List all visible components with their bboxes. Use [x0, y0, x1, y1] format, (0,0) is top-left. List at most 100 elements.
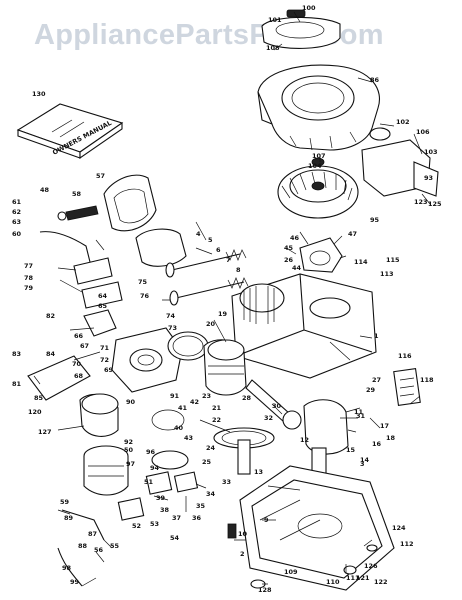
callout-127: 127 — [38, 428, 52, 436]
flywheel-part[interactable] — [277, 157, 359, 219]
callout-94: 94 — [150, 464, 160, 472]
callout-45: 45 — [284, 244, 294, 252]
oil-sump-part[interactable] — [239, 465, 395, 591]
primer-hose-part[interactable] — [57, 509, 105, 587]
callout-89: 89 — [64, 514, 74, 522]
callout-91: 91 — [170, 392, 180, 400]
callout-88: 88 — [78, 542, 88, 550]
callout-81: 81 — [12, 380, 22, 388]
callout-54: 54 — [170, 534, 180, 542]
fuel-tank-part[interactable] — [361, 127, 439, 197]
callout-29: 29 — [366, 386, 376, 394]
governor-linkage-part[interactable] — [39, 231, 123, 309]
callout-3: 3 — [360, 460, 365, 468]
callout-85: 85 — [34, 394, 44, 402]
callout-5: 5 — [208, 236, 213, 244]
gasket-set-part[interactable] — [117, 409, 199, 521]
spark-plug-part[interactable] — [57, 205, 99, 221]
carburetor-part[interactable] — [83, 309, 183, 393]
air-cleaner-part[interactable] — [27, 355, 119, 437]
callout-1: 1 — [374, 332, 379, 340]
callout-77: 77 — [24, 262, 33, 270]
connecting-rod-part[interactable] — [245, 379, 302, 430]
callout-38: 38 — [160, 506, 170, 514]
callout-113: 113 — [380, 270, 394, 278]
callout-26: 26 — [284, 256, 294, 264]
callout-55: 55 — [110, 542, 120, 550]
callout-59: 59 — [60, 498, 70, 506]
callout-86: 86 — [370, 76, 380, 84]
callout-17: 17 — [380, 422, 389, 430]
callout-123: 123 — [414, 198, 428, 206]
callout-64: 64 — [98, 292, 108, 300]
callout-110: 110 — [326, 578, 340, 586]
callout-4: 4 — [196, 230, 201, 238]
callout-122: 122 — [374, 578, 388, 586]
callout-30: 30 — [272, 402, 282, 410]
callout-33: 33 — [222, 478, 231, 486]
callout-24: 24 — [206, 444, 216, 452]
callout-71: 71 — [100, 344, 110, 352]
callout-16: 16 — [372, 440, 382, 448]
callout-76: 76 — [140, 292, 150, 300]
callout-74: 74 — [166, 312, 176, 320]
leader-lines — [33, 11, 431, 587]
piston-part[interactable] — [167, 331, 247, 396]
cylinder-head-part[interactable] — [103, 174, 187, 267]
callout-20: 20 — [206, 320, 216, 328]
callout-27: 27 — [372, 376, 381, 384]
callout-13: 13 — [254, 468, 263, 476]
callout-70: 70 — [72, 360, 82, 368]
callout-25: 25 — [202, 458, 212, 466]
callout-78: 78 — [24, 274, 34, 282]
callout-126: 126 — [364, 562, 378, 570]
callout-14: 14 — [360, 456, 370, 464]
callout-39: 39 — [156, 494, 166, 502]
callout-95: 95 — [370, 216, 380, 224]
callout-15: 15 — [346, 446, 356, 454]
callout-35: 35 — [196, 502, 206, 510]
callout-79: 79 — [24, 284, 34, 292]
callout-37: 37 — [172, 514, 181, 522]
callout-36: 36 — [192, 514, 202, 522]
callout-63: 63 — [12, 218, 21, 226]
callout-23: 23 — [202, 392, 211, 400]
callout-108: 108 — [266, 44, 280, 52]
callout-114: 114 — [354, 258, 368, 266]
armature-part[interactable] — [299, 237, 343, 273]
callout-120: 120 — [28, 408, 42, 416]
callout-47: 47 — [348, 230, 357, 238]
fuel-cup-part[interactable] — [83, 445, 129, 496]
callout-75: 75 — [138, 278, 148, 286]
cylinder-block-part[interactable] — [231, 273, 377, 379]
callout-56: 56 — [94, 546, 104, 554]
callout-115: 115 — [386, 256, 400, 264]
valve-assembly-part[interactable] — [165, 249, 249, 306]
callout-52: 52 — [132, 522, 141, 530]
callout-128: 128 — [258, 586, 272, 594]
callout-42: 42 — [190, 398, 199, 406]
callout-10: 10 — [238, 530, 248, 538]
callout-43: 43 — [184, 434, 193, 442]
callout-48: 48 — [40, 186, 50, 194]
callout-61: 61 — [12, 198, 22, 206]
callout-101: 101 — [268, 16, 282, 24]
owners-manual-part[interactable]: OWNERS MANUAL — [16, 103, 124, 160]
camshaft-part[interactable] — [213, 427, 275, 475]
callout-12: 12 — [300, 436, 309, 444]
callout-93: 93 — [424, 174, 433, 182]
callout-66: 66 — [74, 332, 84, 340]
callout-58: 58 — [72, 190, 82, 198]
starter-cover-part[interactable] — [261, 9, 341, 49]
callout-50: 50 — [124, 446, 134, 454]
hardware-bottom-part[interactable] — [227, 523, 378, 589]
callout-60: 60 — [12, 230, 22, 238]
callout-83: 83 — [12, 350, 21, 358]
callout-103: 103 — [424, 148, 438, 156]
decal-part[interactable] — [393, 368, 421, 406]
callout-87: 87 — [88, 530, 97, 538]
callout-125: 125 — [428, 200, 442, 208]
blower-housing-part[interactable] — [257, 64, 380, 151]
